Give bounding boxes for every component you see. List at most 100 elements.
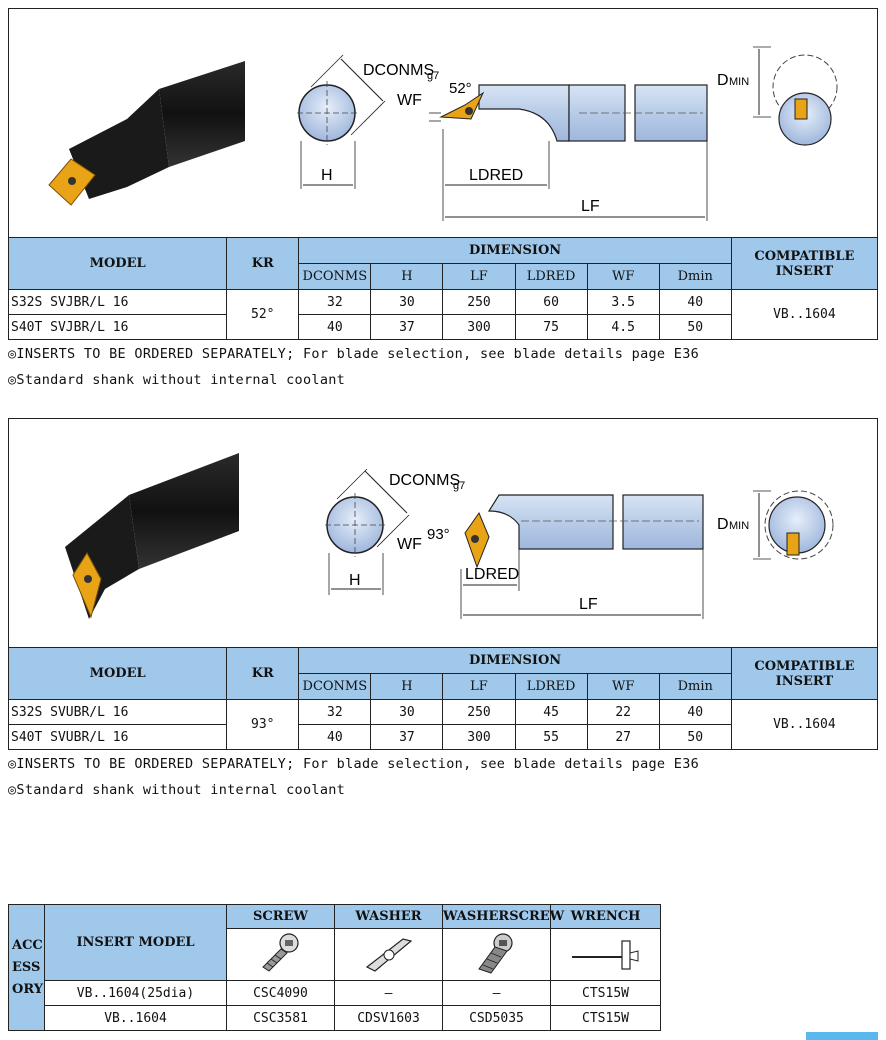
- header-insert-model: INSERT MODEL: [44, 904, 227, 981]
- boring-bar-photo: [65, 453, 239, 619]
- dim-lf-label: LF: [579, 596, 598, 613]
- tool-figure-svj: H DCONMS g7 52° WF LDRED LF: [8, 8, 878, 239]
- spec-table-svu: MODEL KR DIMENSION COMPATIBLE INSERT DCO…: [7, 647, 879, 750]
- value-cell: CSD5035: [442, 1005, 551, 1031]
- value-cell: CDSV1603: [334, 1005, 443, 1031]
- value-cell: 30: [370, 699, 444, 725]
- model-cell: S40T SVJBR/L 16: [7, 314, 228, 340]
- header-model: MODEL: [7, 647, 228, 700]
- angle-label: 52°: [449, 80, 472, 97]
- header-compatible-insert: COMPATIBLE INSERT: [730, 237, 879, 290]
- dim-ldred-label: LDRED: [465, 566, 519, 583]
- kr-cell: 93°: [226, 699, 300, 750]
- header-washer: WASHER: [334, 904, 443, 929]
- page-corner-tab: [806, 1032, 878, 1040]
- value-cell: 250: [442, 699, 516, 725]
- value-cell: 50: [658, 314, 732, 340]
- dim-dmin-label: D: [717, 516, 729, 533]
- tool-figure-svu: H DCONMS g7 93° WF LDRED LF: [8, 418, 878, 649]
- header-dconms: DCONMS: [298, 263, 372, 290]
- screw-icon: [226, 928, 335, 981]
- value-cell: CSC3581: [226, 1005, 335, 1031]
- header-dimension: DIMENSION: [298, 647, 732, 674]
- dim-lf-label: LF: [581, 198, 600, 215]
- value-cell: 30: [370, 289, 444, 315]
- model-cell: S32S SVUBR/L 16: [7, 699, 228, 725]
- tool-drawing-svu: H DCONMS g7 93° WF LDRED LF: [65, 453, 834, 619]
- value-cell: 40: [658, 699, 732, 725]
- tool-drawing-svj: H DCONMS g7 52° WF LDRED LF: [48, 46, 838, 221]
- value-cell: 50: [658, 724, 732, 750]
- boring-bar-photo: [48, 61, 245, 206]
- header-lf: LF: [442, 673, 516, 700]
- table-row: S40T SVUBR/L 16 40 37 300 55 27 50: [7, 724, 878, 750]
- value-cell: 37: [370, 724, 444, 750]
- header-kr: KR: [226, 647, 300, 700]
- header-dmin: Dmin: [658, 263, 732, 290]
- header-model: MODEL: [7, 237, 228, 290]
- dim-dmin-sub: MIN: [729, 520, 749, 532]
- washer-screw-icon: [442, 928, 551, 981]
- value-cell: 4.5: [586, 314, 660, 340]
- table-row: S32S SVUBR/L 16 93° 32 30 250 45 22 40 V…: [7, 699, 879, 750]
- value-cell: —: [442, 980, 551, 1006]
- dim-wf-label: WF: [397, 92, 422, 109]
- model-cell: S40T SVUBR/L 16: [7, 724, 228, 750]
- header-screw: SCREW: [226, 904, 335, 929]
- model-cell: S32S SVJBR/L 16: [7, 289, 228, 315]
- value-cell: CSC4090: [226, 980, 335, 1006]
- value-cell: 55: [514, 724, 588, 750]
- table-row: S40T SVJBR/L 16 40 37 300 75 4.5 50: [7, 314, 878, 340]
- dim-dconms-tolerance: g7: [453, 480, 465, 492]
- header-dimension: DIMENSION: [298, 237, 732, 264]
- note-shank: ◎Standard shank without internal coolant: [8, 782, 346, 798]
- accessory-side-label: ACC ESS ORY: [8, 904, 45, 1031]
- value-cell: 40: [298, 724, 372, 750]
- value-cell: 300: [442, 314, 516, 340]
- insert-cell: VB..1604: [730, 289, 879, 340]
- header-wrench: WRENCH: [550, 904, 661, 929]
- header-h: H: [370, 263, 444, 290]
- value-cell: 300: [442, 724, 516, 750]
- value-cell: 27: [586, 724, 660, 750]
- header-compatible-insert: COMPATIBLE INSERT: [730, 647, 879, 700]
- dim-wf-label: WF: [397, 536, 422, 553]
- dim-dconms-label: DCONMS: [363, 62, 434, 79]
- value-cell: 32: [298, 289, 372, 315]
- value-cell: 37: [370, 314, 444, 340]
- insert-cell: VB..1604: [730, 699, 879, 750]
- dim-h-label: H: [349, 572, 361, 589]
- note-inserts: ◎INSERTS TO BE ORDERED SEPARATELY; For b…: [8, 756, 700, 772]
- dim-h-label: H: [321, 167, 333, 184]
- value-cell: CTS15W: [550, 1005, 661, 1031]
- angle-label: 93°: [427, 526, 450, 543]
- table-row: S32S SVJBR/L 16 52° 32 30 250 60 3.5 40 …: [7, 289, 879, 340]
- header-ldred: LDRED: [514, 673, 588, 700]
- value-cell: 60: [514, 289, 588, 315]
- spec-table-svj: MODEL KR DIMENSION COMPATIBLE INSERT DCO…: [7, 237, 879, 340]
- value-cell: 40: [298, 314, 372, 340]
- dim-dmin-sub: MIN: [729, 76, 749, 88]
- wrench-icon: [550, 928, 661, 981]
- dim-dconms-label: DCONMS: [389, 472, 460, 489]
- header-wf: WF: [586, 673, 660, 700]
- insert-model-cell: VB..1604: [44, 1005, 227, 1031]
- header-ldred: LDRED: [514, 263, 588, 290]
- kr-cell: 52°: [226, 289, 300, 340]
- dim-dconms-tolerance: g7: [427, 70, 439, 82]
- value-cell: CTS15W: [550, 980, 661, 1006]
- value-cell: 32: [298, 699, 372, 725]
- header-kr: KR: [226, 237, 300, 290]
- table-row: VB..1604 CSC3581 CDSV1603 CSD5035 CTS15W: [9, 1005, 661, 1031]
- value-cell: 250: [442, 289, 516, 315]
- header-wf: WF: [586, 263, 660, 290]
- insert-photo: [72, 552, 102, 619]
- accessory-table: ACC ESS ORY INSERT MODEL SCREW WASHER WA…: [8, 904, 661, 1031]
- washer-icon: [334, 928, 443, 981]
- value-cell: 22: [586, 699, 660, 725]
- dim-dmin-label: D: [717, 72, 729, 89]
- value-cell: —: [334, 980, 443, 1006]
- header-lf: LF: [442, 263, 516, 290]
- header-h: H: [370, 673, 444, 700]
- value-cell: 40: [658, 289, 732, 315]
